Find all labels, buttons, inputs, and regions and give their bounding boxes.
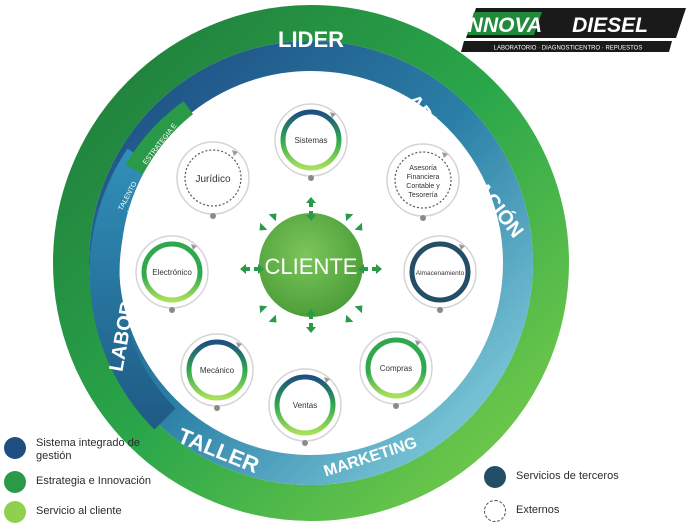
svg-text:INNOVA: INNOVA <box>462 14 542 37</box>
svg-text:Compras: Compras <box>380 364 412 373</box>
svg-text:LABORATORIO · DIAGNOSTICENTRO: LABORATORIO · DIAGNOSTICENTRO · REPUESTO… <box>494 46 643 52</box>
svg-text:Electrónico: Electrónico <box>152 268 192 277</box>
cliente-label: CLIENTE <box>265 254 358 279</box>
legend-servicio-swatch <box>4 501 26 523</box>
laboratorio-band <box>89 148 176 430</box>
node-almacenamiento: Almacenamiento <box>403 235 477 313</box>
legend-terceros-label: Servicios de terceros <box>516 470 619 482</box>
svg-text:Almacenamiento: Almacenamiento <box>416 270 465 277</box>
node-sistemas: Sistemas <box>274 103 348 181</box>
legend-servicio-label: Servicio al cliente <box>36 505 122 517</box>
node-juridico: Jurídico <box>176 141 250 219</box>
node-asesoria: Asesoría Financiera Contable y Tesorería <box>386 143 460 221</box>
svg-text:Contable y: Contable y <box>406 183 440 190</box>
legend-sistema-line1: Sistema integrado de <box>36 437 140 449</box>
svg-text:DIESEL: DIESEL <box>572 14 648 37</box>
cliente-center <box>259 213 363 317</box>
svg-text:Tesorería: Tesorería <box>408 192 437 199</box>
svg-text:Asesoría: Asesoría <box>409 165 437 172</box>
node-electronico: Electrónico <box>135 235 209 313</box>
legend-estrategia-swatch <box>4 471 26 493</box>
legend-terceros-swatch <box>484 466 506 488</box>
svg-text:Sistemas: Sistemas <box>295 136 328 145</box>
legend-externos-swatch <box>484 500 506 522</box>
outer-ring <box>53 5 569 521</box>
node-mecanico: Mecánico <box>180 333 254 411</box>
estrategia-band <box>125 101 197 176</box>
node-compras: Compras <box>359 331 433 409</box>
legend-externos-label: Externos <box>516 504 560 516</box>
center-arrows <box>240 197 382 333</box>
svg-text:Jurídico: Jurídico <box>195 174 230 185</box>
legend-sistema-swatch <box>4 437 26 459</box>
svg-text:Mecánico: Mecánico <box>200 366 235 375</box>
legend-estrategia-label: Estrategia e Innovación <box>36 475 151 487</box>
svg-text:Ventas: Ventas <box>293 401 317 410</box>
innova-diesel-logo: INNOVA DIESEL LABORATORIO · DIAGNOSTICEN… <box>461 8 686 52</box>
label-lider: LIDER <box>278 27 344 52</box>
legend-sistema-line2: gestión <box>36 450 72 462</box>
svg-text:Financiera: Financiera <box>407 174 440 181</box>
node-ventas: Ventas <box>268 368 342 446</box>
